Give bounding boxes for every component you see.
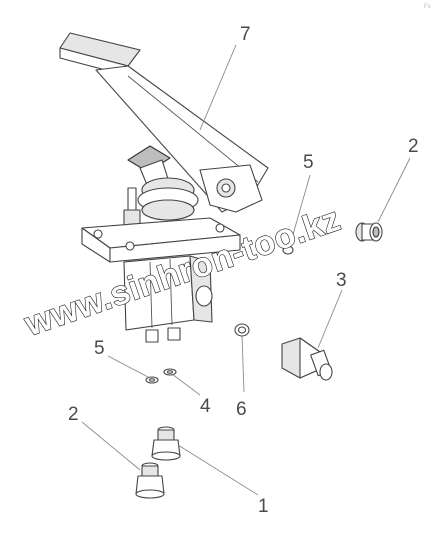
fitting-2-upper — [355, 222, 383, 242]
fitting-1 — [151, 426, 181, 461]
callout-1: 1 — [258, 496, 269, 517]
callout-3: 3 — [336, 270, 347, 291]
callout-6: 6 — [236, 399, 247, 420]
plunger-assembly — [123, 145, 199, 233]
callout-2-lower: 2 — [68, 404, 79, 425]
callout-4: 4 — [200, 396, 211, 417]
corner-mark: Fx — [424, 4, 431, 10]
washer-6 — [234, 323, 250, 337]
valve-body — [123, 255, 213, 343]
base-plate — [81, 217, 241, 263]
washer-4 — [163, 368, 177, 376]
washer-5-upper — [282, 245, 294, 255]
callout-7: 7 — [240, 24, 251, 45]
washer-5-lower — [145, 376, 159, 384]
callout-5-upper: 5 — [303, 152, 314, 173]
fitting-2-lower — [135, 462, 165, 499]
connector-3 — [281, 337, 333, 381]
callout-2-upper: 2 — [408, 136, 419, 157]
pedal-lever — [59, 32, 269, 213]
callout-5-lower: 5 — [94, 338, 105, 359]
leader-lines — [81, 44, 411, 496]
